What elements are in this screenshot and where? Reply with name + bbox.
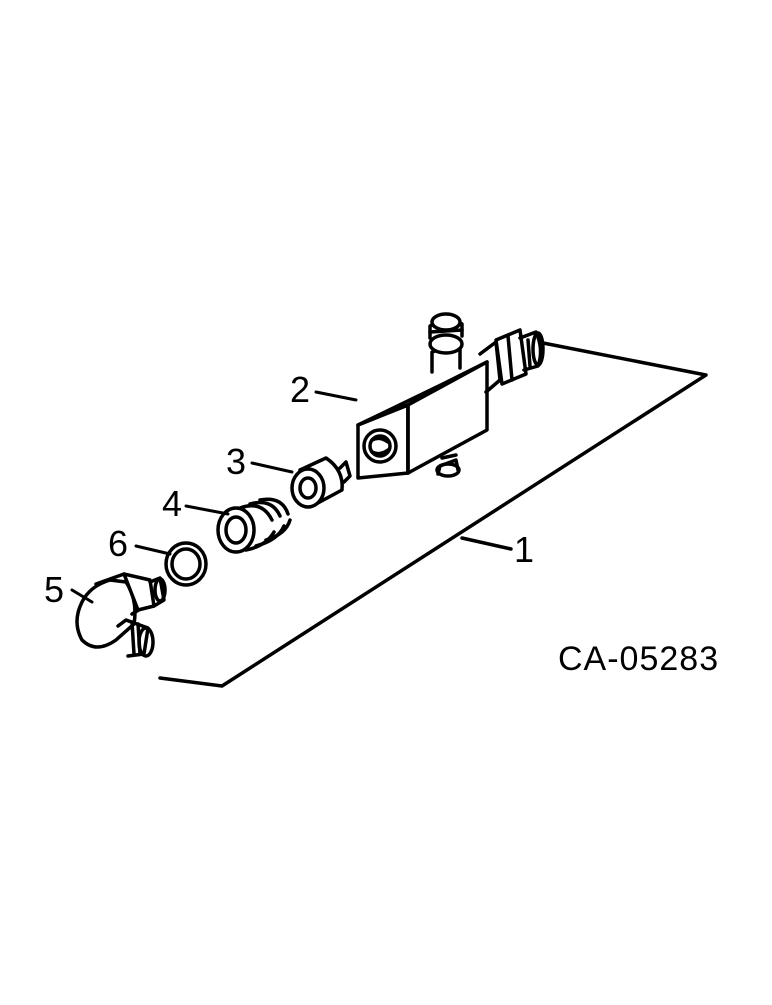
right-fitting: [478, 328, 545, 394]
callout-6: 6: [108, 523, 129, 564]
callout-5: 5: [44, 569, 65, 610]
poppet: [290, 456, 352, 509]
assembly-bracket-line: [158, 341, 708, 688]
valve-body: [356, 312, 545, 480]
spring: [216, 497, 292, 554]
elbow-fitting: [75, 572, 167, 658]
leader-lines: [70, 390, 358, 604]
callout-4: 4: [162, 483, 183, 524]
callout-3: 3: [226, 441, 247, 482]
top-fitting: [428, 312, 464, 374]
callout-1: 1: [514, 529, 535, 570]
o-ring: [164, 541, 208, 587]
bottom-fitting: [435, 453, 461, 478]
callout-2: 2: [290, 369, 311, 410]
drawing-code: CA-05283: [558, 640, 720, 678]
